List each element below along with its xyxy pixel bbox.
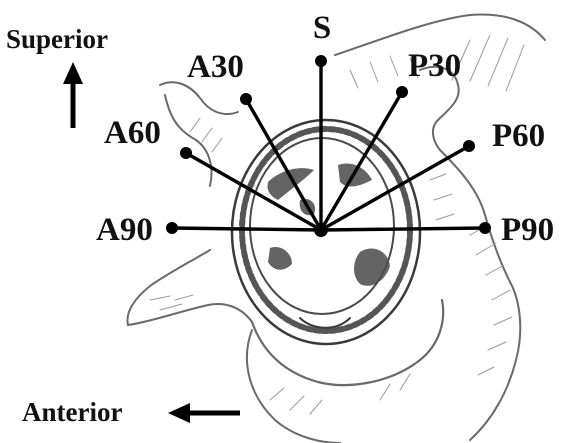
endpoint-a90 [166,222,178,234]
line-a90 [172,228,321,230]
inferior-ramus [247,330,340,443]
bone-hatching [150,35,524,414]
label-a60: A60 [104,115,161,151]
anterior-indicator: Anterior [22,397,240,427]
label-p30: P30 [408,48,461,84]
iliac-wing-contour [160,82,238,114]
center-point [314,223,328,237]
superior-indicator: Superior [6,24,108,128]
label-a90: A90 [96,212,153,248]
arrow-up-icon [63,62,83,128]
label-s: S [313,10,331,46]
label-p60: P60 [492,118,545,154]
endpoint-p60 [463,140,475,152]
endpoint-a60 [180,147,192,159]
endpoint-p30 [396,86,408,98]
line-p90 [321,228,485,230]
ischial-tuberosity-contour [470,282,520,440]
superior-ramus-bottom [128,304,252,325]
arrow-left-icon [168,403,240,423]
label-p90: P90 [501,212,554,248]
line-p60 [321,146,469,230]
clock-lines [172,61,485,230]
endpoint-s [315,55,327,67]
endpoint-a30 [240,93,252,105]
endpoint-p90 [479,222,491,234]
anterior-spine-contour [165,95,211,186]
superior-ramus-top [127,250,210,325]
posterior-column-contour [440,150,510,282]
superior-label: Superior [6,24,108,54]
anterior-label: Anterior [22,397,122,427]
label-a30: A30 [187,49,244,85]
